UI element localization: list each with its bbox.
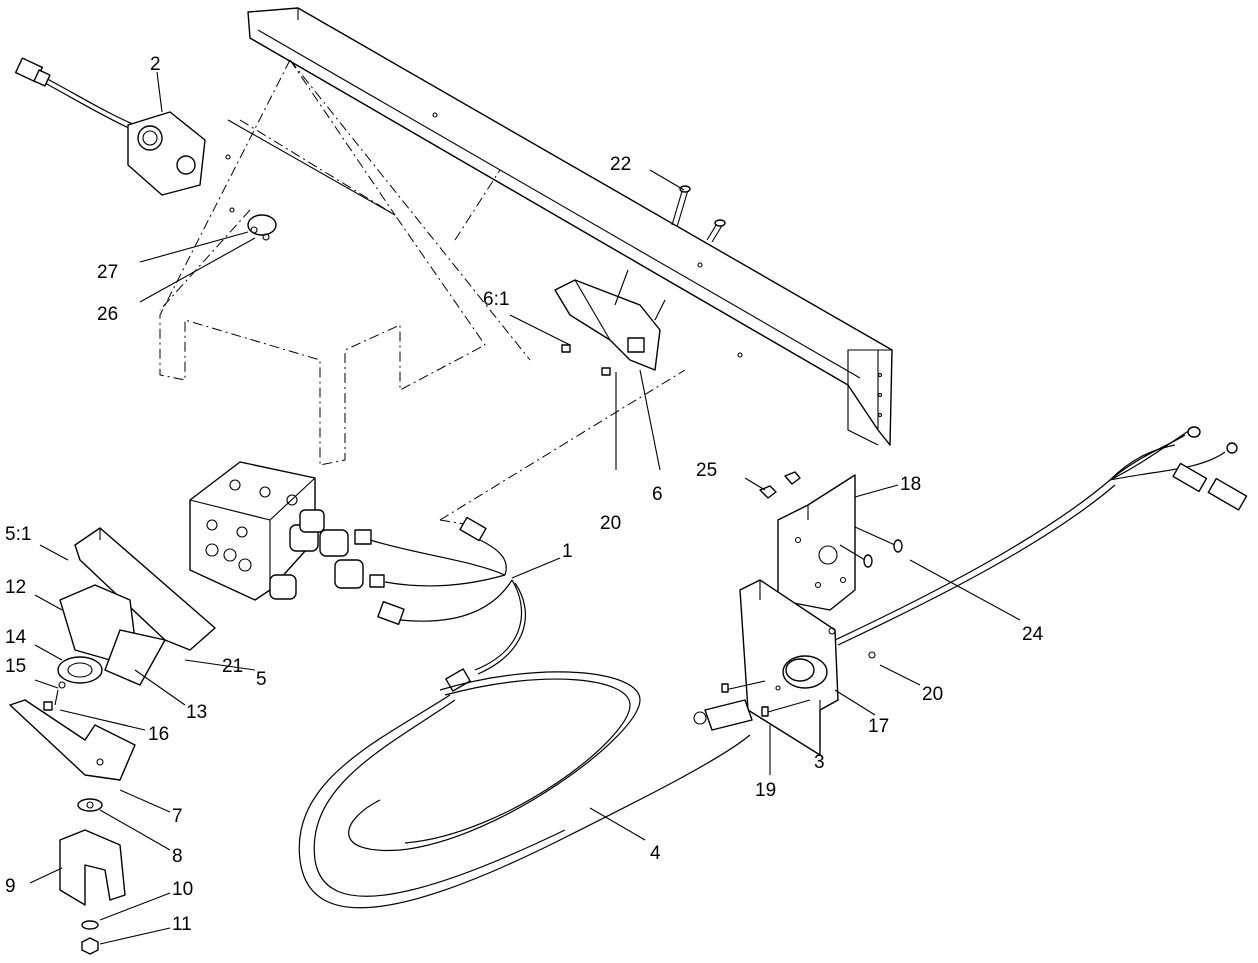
callout-24: 24: [1022, 624, 1044, 645]
pedal-assembly: [54, 527, 216, 706]
callout-13: 13: [186, 702, 207, 723]
callout-20-upper: 20: [600, 513, 621, 534]
callout-5: 5: [256, 669, 267, 690]
callout-10: 10: [172, 879, 193, 900]
callout-6-1: 6:1: [483, 289, 509, 310]
callout-7: 7: [172, 806, 183, 827]
callout-11: 11: [172, 914, 192, 935]
callout-18: 18: [900, 474, 921, 495]
valve-block: [189, 461, 405, 625]
callout-21: 21: [222, 656, 243, 677]
switch-assembly: [14, 57, 277, 241]
callout-5-1: 5:1: [5, 524, 31, 545]
callout-8: 8: [172, 846, 183, 867]
callout-22: 22: [610, 154, 631, 175]
callout-3: 3: [814, 752, 825, 773]
callout-1: 1: [562, 541, 573, 562]
mounting-plate: [159, 59, 686, 526]
callout-9: 9: [5, 876, 16, 897]
pedal-mount-parts: [9, 699, 136, 955]
bracket-18: [759, 471, 903, 611]
bracket-17: [693, 579, 876, 756]
callout-25: 25: [696, 460, 717, 481]
callout-16: 16: [148, 724, 169, 745]
callout-17: 17: [868, 716, 889, 737]
callout-2: 2: [150, 54, 161, 75]
callout-4: 4: [650, 843, 661, 864]
harness-upper-right: [834, 426, 1248, 646]
callout-15: 15: [5, 656, 26, 677]
bolts-22: [671, 185, 726, 243]
callout-19: 19: [755, 780, 776, 801]
callout-14: 14: [5, 627, 27, 648]
frame-rail: [247, 7, 893, 446]
leader-lines: [29, 71, 1021, 945]
bracket-valve-6: [554, 269, 666, 376]
harness-1: [298, 516, 751, 909]
callout-labels: 2 22 27 26 6:1 20 6 1 5:1 12 14 15 16 21…: [5, 54, 1044, 935]
callout-26: 26: [97, 304, 118, 325]
callout-20-lower: 20: [922, 684, 943, 705]
callout-27: 27: [97, 262, 118, 283]
callout-12: 12: [5, 577, 26, 598]
callout-6: 6: [652, 484, 663, 505]
